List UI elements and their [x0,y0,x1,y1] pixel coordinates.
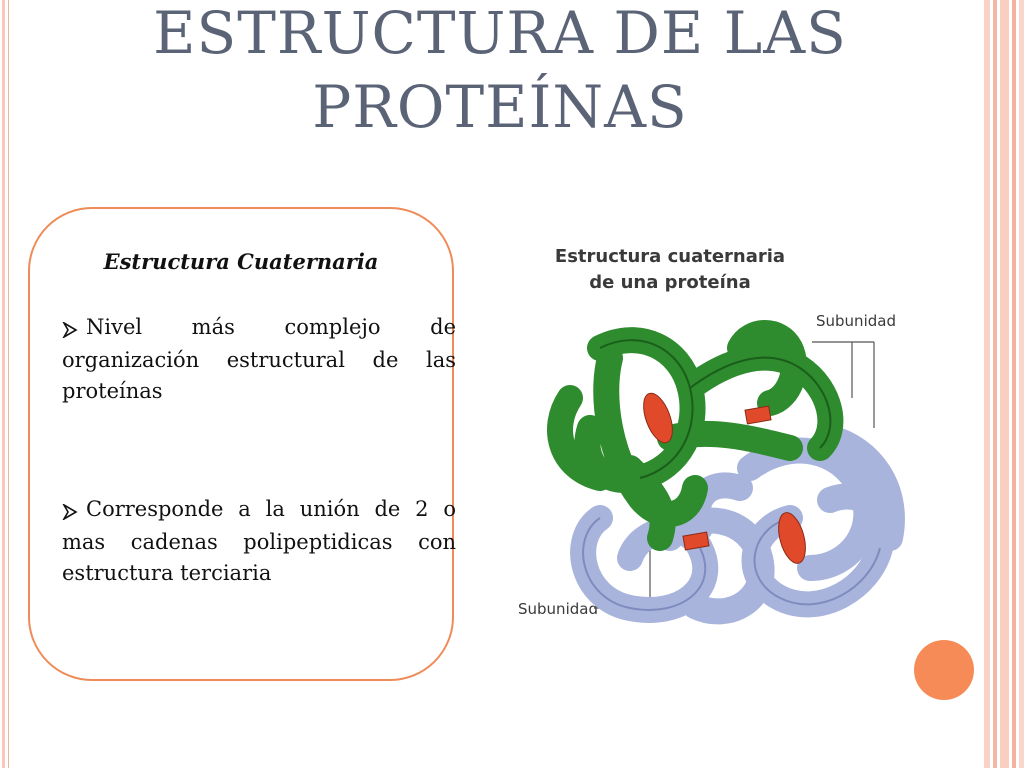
slide-title-line2: PROTEÍNAS [312,73,688,141]
right-decor-rule-1 [984,0,990,768]
bullet-text-1: Nivel más complejo de organización estru… [62,315,456,403]
right-decor-rule-3 [1000,0,1009,768]
quaternary-structure-illustration [547,320,905,625]
blue-subunit-outline [582,517,881,611]
slide-title-line1: ESTRUCTURA DE LAS [153,0,847,67]
figure-caption-line2: de una proteína [589,272,751,293]
right-decor-rule-5 [1019,0,1024,768]
subunit-label-top: Subunidad [816,312,896,330]
bullet-item-2: Corresponde a la unión de 2 o mas cadena… [61,494,456,589]
figure-caption-line1: Estructura cuaternaria [554,246,786,267]
heme-groups [643,392,806,564]
slide-title: ESTRUCTURA DE LAS PROTEÍNAS [100,0,900,144]
bullet-text-2: Corresponde a la unión de 2 o mas cadena… [62,497,456,585]
panel-heading: Estructura Cuaternaria [103,249,379,274]
accent-circle [914,640,974,700]
left-decor-rule [2,0,5,768]
bullet-item-1: Nivel más complejo de organización estru… [61,312,456,407]
arrow-right-icon [61,496,86,527]
subunit-label-bottom: Subunidad [518,600,598,618]
right-decor-rule-2 [993,0,997,768]
figure-caption: Estructura cuaternaria de una proteína [490,244,850,296]
right-decor-rule-4 [1012,0,1016,768]
protein-figure: Estructura cuaternaria de una proteína S… [490,238,940,638]
green-subunit-outline [599,339,832,479]
arrow-right-icon [61,314,86,345]
text-panel: Estructura Cuaternaria Nivel más complej… [28,207,456,681]
left-decor-rule-thin [8,0,9,768]
